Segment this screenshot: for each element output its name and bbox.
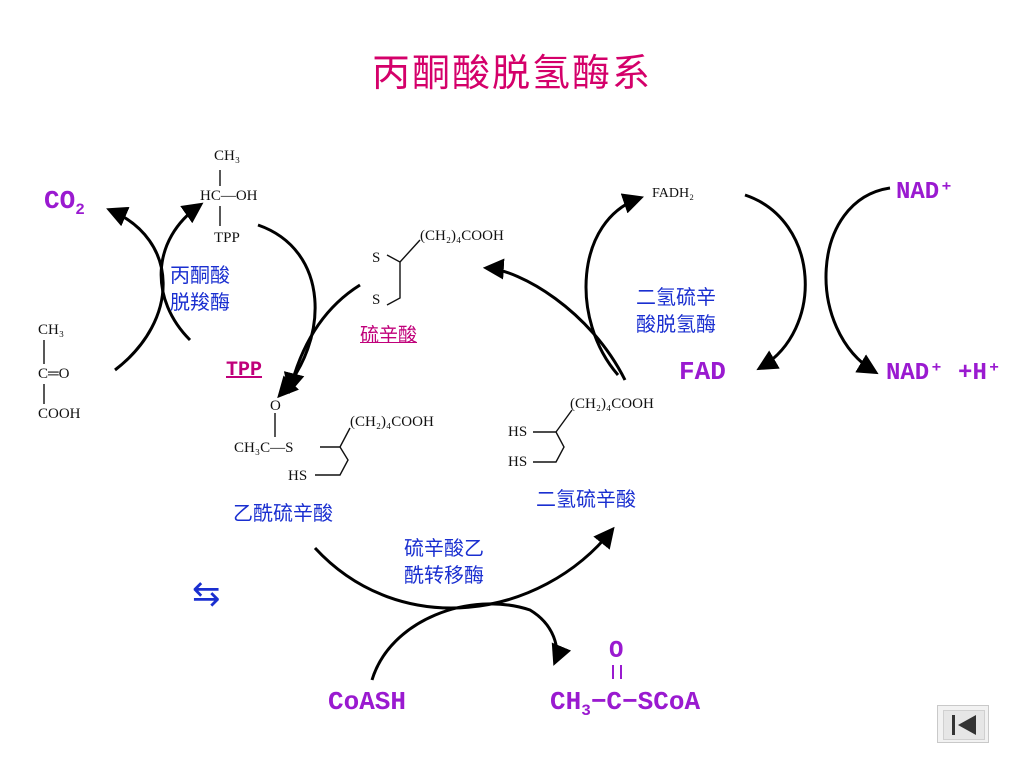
arrow-coash-in: [370, 602, 572, 681]
acetyl-main: CH₃C—S: [234, 440, 294, 456]
pyruvate-cooh: COOH: [38, 406, 81, 422]
dihydrolipoic-acid-label: 二氢硫辛酸: [536, 487, 636, 511]
hydroxyethyl-tpp: TPP: [214, 230, 240, 246]
dihydro-chain: (CH₂)₄COOH: [570, 396, 654, 412]
arrow-to-co2: [106, 206, 165, 372]
acetyl-coa-o: O: [609, 638, 624, 665]
skip-back-icon: [952, 715, 976, 735]
arrow-lipoic-to-acetyl: [283, 283, 361, 395]
arrow-transacetylase: [313, 526, 615, 610]
arrow-fadh2-to-fad: [744, 193, 807, 371]
exchange-icon: ⇆: [192, 574, 221, 614]
dihydro-hs2: HS: [508, 454, 528, 470]
fad-label: FAD: [679, 357, 726, 387]
lipoic-s2: S: [372, 292, 381, 308]
nad-plus-label: NAD⁺: [896, 179, 954, 206]
acetyl-coa-label: CH3−C−SCoA: [550, 687, 701, 721]
arrow-dihydro-to-lipoic: [482, 258, 627, 381]
lipoic-acid-label: 硫辛酸: [360, 324, 418, 346]
coash-label: CoASH: [328, 687, 407, 717]
page-title: 丙酮酸脱氢酶系: [371, 51, 652, 95]
acetyl-hs: HS: [288, 468, 308, 484]
acetyl-chain: (CH₂)₄COOH: [350, 414, 434, 430]
pyruvate-decarboxylase-label: 丙酮酸 脱羧酶: [170, 263, 230, 314]
arrow-to-fadh2: [584, 193, 644, 376]
lipoic-s1: S: [372, 250, 381, 266]
hydroxyethyl-ch3: CH₃: [214, 148, 241, 164]
tpp-label: TPP: [226, 359, 263, 382]
transacetylase-label: 硫辛酸乙 酰转移酶: [404, 536, 484, 587]
pyruvate-co: C═O: [38, 366, 70, 382]
dihydro-hs1: HS: [508, 424, 528, 440]
pyruvate-ch3: CH₃: [38, 322, 65, 338]
nadh-label: NAD⁺ +H⁺: [886, 360, 1002, 387]
acetyl-lipoic-acid-label: 乙酰硫辛酸: [233, 501, 333, 525]
acetyl-coa-double-bond: [612, 665, 622, 679]
arrow-to-hydroxyethyl-tpp: [159, 202, 204, 342]
lipoic-chain: (CH₂)₄COOH: [420, 228, 504, 244]
arrow-tpp-to-acetyl: [257, 223, 317, 399]
dihydrolipoyl-dehydrogenase-label: 二氢硫辛 酸脱氢酶: [636, 285, 716, 336]
fadh2-label: FADH₂: [652, 186, 694, 201]
acetyl-o: O: [270, 398, 281, 414]
arrow-nad-to-nadh: [824, 186, 891, 375]
co2-label: CO2: [44, 186, 85, 220]
back-to-start-button[interactable]: [937, 705, 989, 743]
hydroxyethyl-hc-oh: HC—OH: [200, 188, 258, 204]
